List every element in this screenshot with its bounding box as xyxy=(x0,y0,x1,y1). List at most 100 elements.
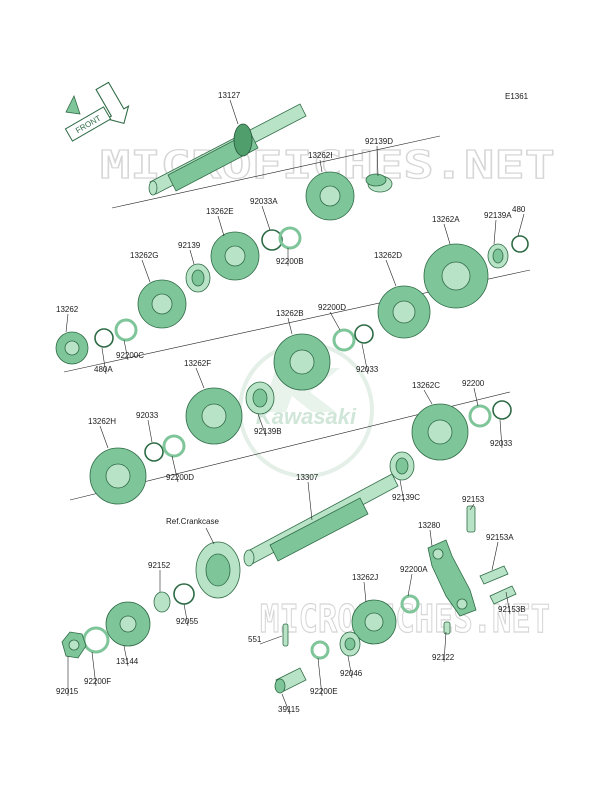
part-label-92055: 92055 xyxy=(176,617,199,626)
gear-13262I xyxy=(305,171,355,221)
leader-line-13262i xyxy=(319,159,323,173)
bearing-ref-crankcase xyxy=(195,541,241,599)
part-label-92200d: 92200D xyxy=(166,473,194,482)
leader-line-92200a xyxy=(407,573,413,597)
part-label-551: 551 xyxy=(248,635,262,644)
part-label-13262i: 13262I xyxy=(308,151,332,160)
gear-13262G xyxy=(137,279,187,329)
part-92139C xyxy=(389,451,415,481)
leader-line-13262f xyxy=(195,367,205,389)
washer-92200A xyxy=(400,594,420,614)
part-label-92139: 92139 xyxy=(178,241,201,250)
ring-92033-left xyxy=(144,442,164,462)
part-label-39115: 39115 xyxy=(278,705,300,714)
shaft-13307 xyxy=(243,473,399,567)
part-label-92033: 92033 xyxy=(490,439,513,448)
leader-line-92033 xyxy=(361,343,369,375)
bearing-92139 xyxy=(185,263,211,293)
diagram-code: E1361 xyxy=(505,92,529,101)
shaft-39115 xyxy=(274,667,307,694)
leader-line-92139d xyxy=(376,145,379,177)
oring-92055 xyxy=(173,583,195,605)
front-arrow-head-icon xyxy=(65,94,81,115)
part-label-13144: 13144 xyxy=(116,657,139,666)
pin-92122 xyxy=(443,621,451,635)
watermark-text-bottom: MICROFICHES.NET xyxy=(260,597,550,641)
part-label-13262c: 13262C xyxy=(412,381,440,390)
leader-line-13307 xyxy=(307,481,313,521)
washer-92200F xyxy=(82,626,110,654)
leader-line-13262e xyxy=(217,215,225,237)
reference-label: Ref.Crankcase xyxy=(166,517,219,526)
leader-line-92122 xyxy=(443,631,447,663)
ring-92033-upper xyxy=(354,324,374,344)
part-label-92200b: 92200B xyxy=(276,257,304,266)
part-label-92139d: 92139D xyxy=(365,137,393,146)
leader-line-13144 xyxy=(123,645,129,667)
leader-line-92153 xyxy=(469,503,475,511)
part-label-13262h: 13262H xyxy=(88,417,116,426)
leader-line-92200d xyxy=(329,311,341,331)
shaft-13127 xyxy=(148,103,307,196)
gear-13262A xyxy=(423,243,489,309)
leader-line-13262b xyxy=(287,317,293,335)
part-label-92153b: 92153B xyxy=(498,605,526,614)
bolt-92153B xyxy=(489,585,517,605)
part-label-13307: 13307 xyxy=(296,473,319,482)
part-label-92033: 92033 xyxy=(136,411,159,420)
leader-line-92153a xyxy=(491,541,499,571)
brand-watermark-text: Kawasaki xyxy=(256,404,357,429)
washer-92200D-lower xyxy=(162,434,186,458)
part-label-92200: 92200 xyxy=(462,379,485,388)
part-label-92153: 92153 xyxy=(462,495,485,504)
washer-92200E xyxy=(310,640,330,660)
part-label-13262e: 13262E xyxy=(206,207,234,216)
gear-13262F xyxy=(185,387,243,445)
leader-line-92033a xyxy=(261,205,271,231)
part-label-13262g: 13262G xyxy=(130,251,158,260)
gear-13262H xyxy=(89,447,147,505)
collar-92152 xyxy=(153,591,171,613)
leader-line-92046 xyxy=(347,655,353,679)
leader-line-39115 xyxy=(281,693,291,715)
reference-leader-line xyxy=(205,527,215,545)
washer-92200C xyxy=(114,318,138,342)
part-label-13280: 13280 xyxy=(418,521,441,530)
part-label-92200a: 92200A xyxy=(400,565,428,574)
leader-line-92153b xyxy=(505,591,511,615)
part-92139D xyxy=(365,173,393,193)
leader-line-480 xyxy=(517,213,525,237)
part-label-13262f: 13262F xyxy=(184,359,211,368)
part-label-92139a: 92139A xyxy=(484,211,512,220)
leader-line-13280 xyxy=(429,529,433,547)
front-arrow-icon xyxy=(95,81,130,125)
part-label-92200d: 92200D xyxy=(318,303,346,312)
leader-line-92200c xyxy=(123,339,129,361)
leader-line-13262a xyxy=(443,223,451,245)
leader-line-551 xyxy=(259,635,283,645)
leader-line-13262j xyxy=(363,581,367,603)
gear-13262D xyxy=(377,285,431,339)
part-label-92200c: 92200C xyxy=(116,351,144,360)
gear-13262E xyxy=(210,231,260,281)
part-label-92046: 92046 xyxy=(340,669,363,678)
leader-line-92200 xyxy=(473,387,479,407)
gear-13262J xyxy=(351,599,397,645)
gear-13262C xyxy=(411,403,469,461)
leader-line-13262h xyxy=(99,425,109,449)
ring-480 xyxy=(511,235,529,253)
part-label-92139b: 92139B xyxy=(254,427,282,436)
leader-line-13262 xyxy=(65,313,69,333)
part-label-92139c: 92139C xyxy=(392,493,420,502)
bolt-92153 xyxy=(466,505,476,533)
ring-480A xyxy=(94,328,114,348)
leader-line-13262d xyxy=(385,259,397,287)
bolt-92153A xyxy=(479,565,509,585)
part-label-13127: 13127 xyxy=(218,91,241,100)
sprocket-13144 xyxy=(105,601,151,647)
pin-551 xyxy=(282,623,289,647)
part-label-92200f: 92200F xyxy=(84,677,111,686)
gear-13262B xyxy=(273,333,331,391)
leader-line-480a xyxy=(101,347,107,375)
